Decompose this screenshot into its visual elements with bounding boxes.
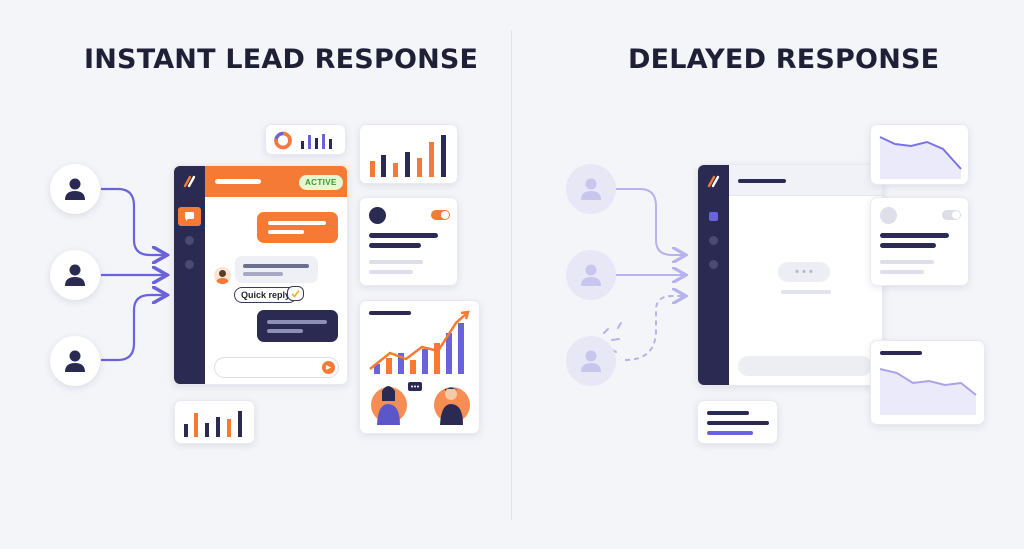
idle-window: • • • [697, 164, 883, 386]
logo-icon [707, 175, 720, 188]
quick-reply-check-button[interactable] [287, 286, 304, 301]
area-chart-card-top [870, 124, 969, 185]
check-icon [291, 289, 300, 298]
bar-chart-card-top [359, 124, 458, 184]
toggle-icon[interactable] [431, 210, 450, 220]
ghost-arrow-top [615, 188, 684, 255]
agent-avatar [214, 267, 231, 284]
donut-chart-card [265, 124, 346, 155]
area-chart-card-bottom [870, 340, 985, 425]
toggle-icon[interactable] [942, 210, 961, 220]
user-icon [65, 264, 85, 286]
chat-window: ACTIVE Quick reply [173, 165, 348, 385]
idle-message-input[interactable] [738, 356, 872, 376]
chat-header: ACTIVE [205, 166, 347, 197]
lead-avatar-2 [50, 250, 100, 300]
logo-icon [183, 175, 196, 188]
arrow-bottom [101, 295, 165, 362]
chat-icon [185, 212, 194, 221]
send-button[interactable] [322, 361, 335, 374]
typing-indicator: • • • [778, 262, 830, 282]
growth-chart-card [359, 300, 480, 434]
user-icon [581, 350, 601, 372]
idle-sidebar-item-2[interactable] [709, 236, 718, 245]
user-icon [581, 178, 601, 200]
status-badge: ACTIVE [299, 175, 343, 190]
arrow-top [101, 187, 165, 255]
user-icon [581, 264, 601, 286]
summary-lines-card [697, 400, 778, 444]
user-icon [65, 350, 85, 372]
outgoing-message-2 [257, 310, 338, 342]
idle-profile-card [870, 197, 969, 286]
idle-sidebar [698, 165, 729, 385]
idle-sidebar-item-3[interactable] [709, 260, 718, 269]
bar-chart-card-bottom [174, 400, 255, 444]
lead-avatar-1 [50, 164, 100, 214]
idle-sidebar-item-1[interactable] [709, 212, 718, 221]
ghost-arrow-bottom-dashed [624, 296, 684, 361]
message-input[interactable] [214, 357, 339, 378]
lead-avatar-3 [50, 336, 100, 386]
idle-header [729, 165, 882, 196]
profile-dot [369, 207, 386, 224]
sidebar-item-chat[interactable] [178, 207, 201, 226]
delayed-response-title: DELAYED RESPONSE [628, 44, 940, 75]
outgoing-message-1 [257, 212, 338, 243]
panel-divider [511, 30, 512, 520]
profile-toggle-card [359, 197, 458, 286]
instant-response-title: INSTANT LEAD RESPONSE [84, 44, 479, 75]
user-icon [65, 178, 85, 200]
sidebar-item-3[interactable] [185, 260, 194, 269]
incoming-message [235, 256, 318, 283]
send-icon [326, 365, 331, 370]
ghost-avatar-1 [566, 164, 616, 214]
ghost-avatar-2 [566, 250, 616, 300]
sidebar-item-2[interactable] [185, 236, 194, 245]
header-title-line [215, 179, 261, 184]
chat-sidebar [174, 166, 205, 384]
ghost-avatar-3 [566, 336, 616, 386]
